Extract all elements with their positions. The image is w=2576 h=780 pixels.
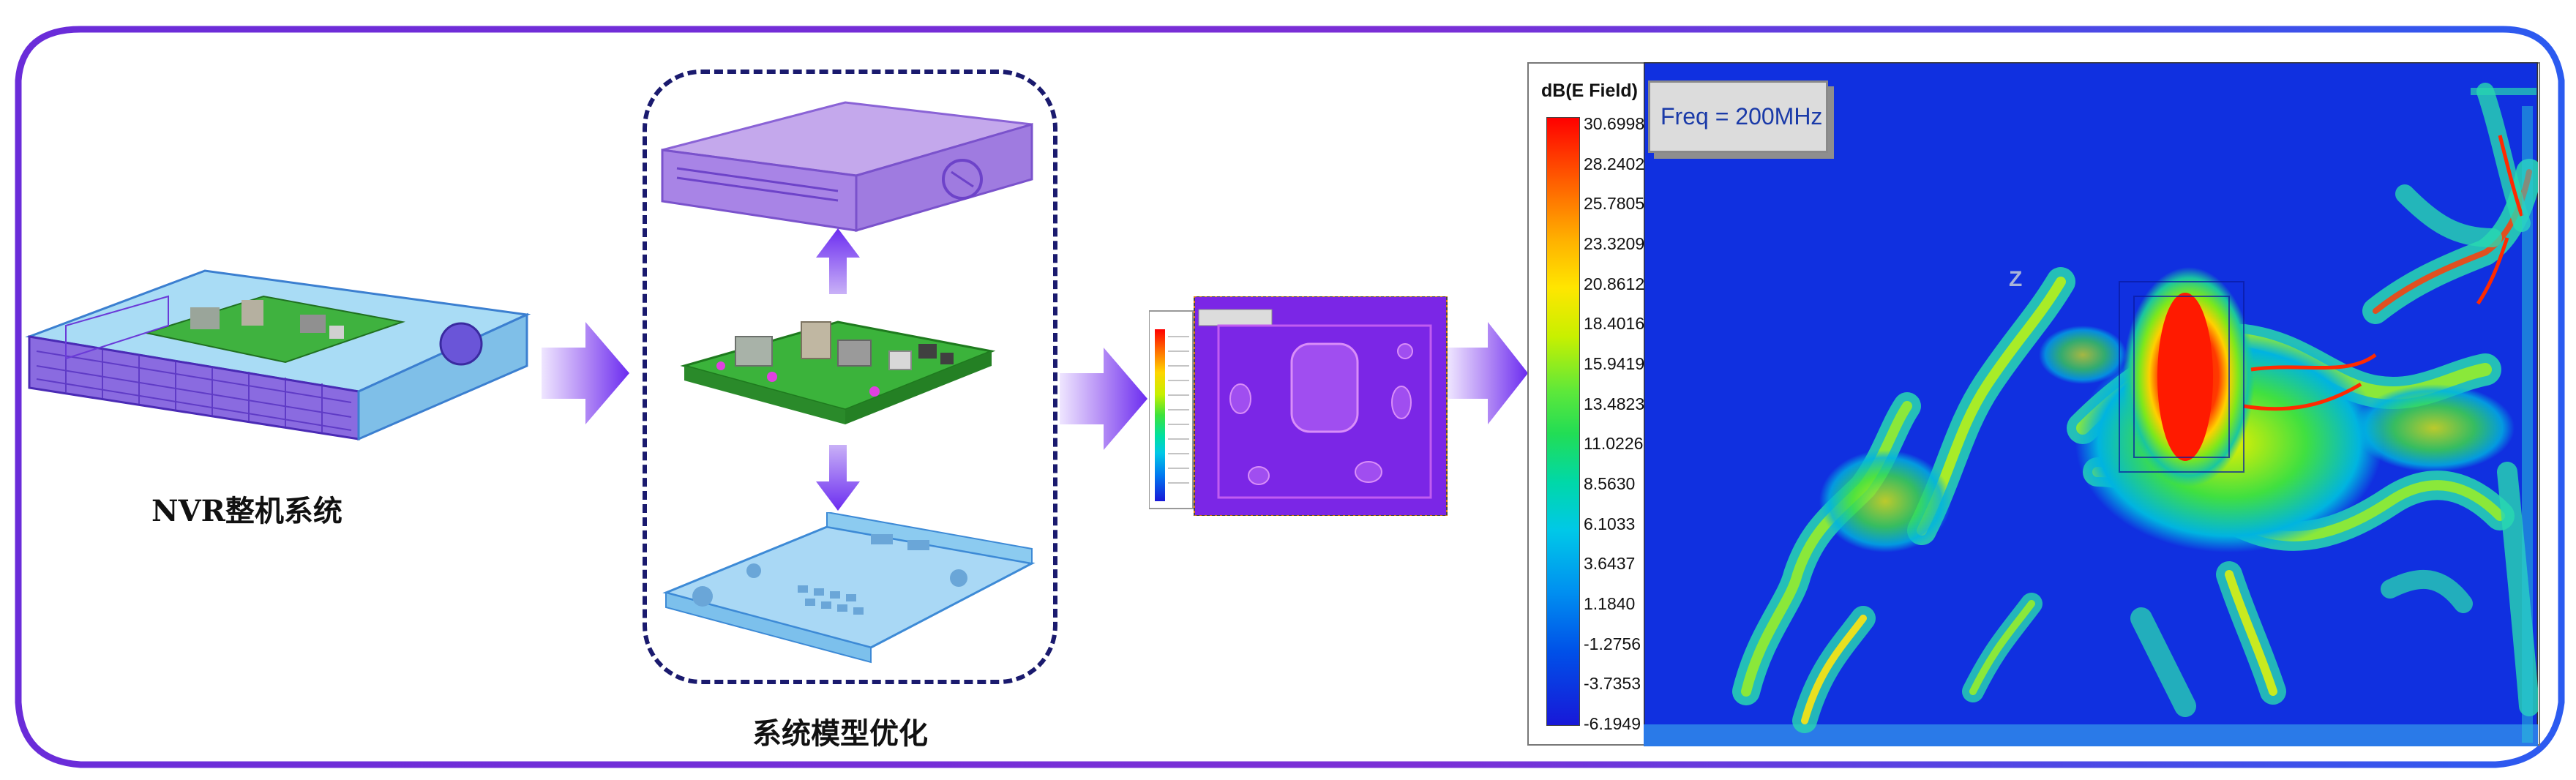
colorbar-title: dB(E Field): [1541, 80, 1638, 101]
simulation-thumbnail: [1149, 296, 1448, 516]
colorbar-tick-label: 18.4016: [1584, 314, 1645, 334]
colorbar-tick-label: -6.1949: [1584, 714, 1641, 733]
nvr-assembly-illustration: [25, 269, 531, 441]
pcb-board-illustration: [680, 320, 996, 424]
enclosure-cover-illustration: [661, 101, 1033, 232]
frequency-label: Freq = 200MHz: [1648, 80, 1828, 153]
arrow-down: [816, 445, 860, 511]
colorbar-tick-label: 1.1840: [1584, 594, 1636, 613]
arrow-up: [816, 228, 860, 294]
model-optimization-caption: 系统模型优化: [752, 716, 928, 751]
colorbar-tick-label: 20.8612: [1584, 274, 1645, 293]
colorbar-tick-label: 23.3209: [1584, 234, 1645, 253]
colorbar-tick-label: 15.9419: [1584, 354, 1645, 373]
colorbar-tick-label: 30.6998: [1584, 114, 1645, 133]
colorbar-tick-label: 6.1033: [1584, 514, 1636, 533]
colorbar-tick-label: 8.5630: [1584, 474, 1636, 493]
colorbar: [1546, 117, 1580, 726]
colorbar-tick-label: -3.7353: [1584, 674, 1641, 694]
colorbar-tick-label: 13.4823: [1584, 394, 1645, 413]
model-optimization-group: [643, 70, 1057, 684]
colorbar-tick-label: -1.2756: [1584, 634, 1641, 653]
flow-arrow-2: [1060, 348, 1147, 450]
nvr-system-caption: NVR整机系统: [151, 494, 342, 528]
axis-marker: Z: [2009, 267, 2023, 291]
flow-arrow-1: [542, 322, 629, 424]
flow-arrow-3: [1448, 322, 1528, 424]
colorbar-tick-label: 3.6437: [1584, 554, 1636, 574]
colorbar-tick-label: 11.0226: [1584, 434, 1644, 454]
colorbar-tick-label: 25.7805: [1584, 194, 1645, 214]
colorbar-tick-label: 28.2402: [1584, 154, 1645, 173]
chassis-base-illustration: [662, 512, 1036, 664]
frequency-text: Freq = 200MHz: [1660, 103, 1823, 130]
e-field-heatmap: [1644, 62, 2538, 746]
